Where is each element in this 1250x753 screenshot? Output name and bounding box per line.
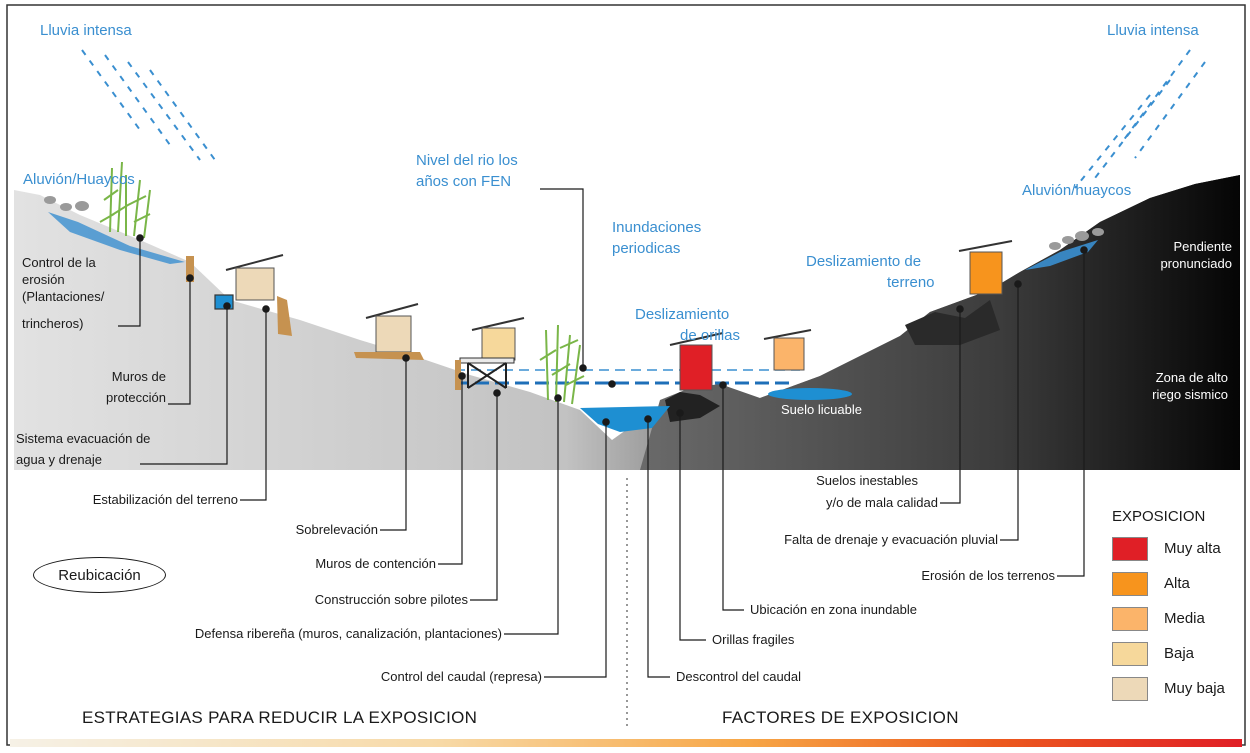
alluvion-right-label: Aluvión/huaycos [1022, 182, 1132, 199]
vegetation-left [99, 161, 151, 239]
legend-label: Alta [1164, 575, 1190, 592]
alluvion-left-label: Aluvión/Huaycos [23, 171, 135, 188]
bank-slide-label-line1: Deslizamiento [635, 306, 730, 323]
elevation-label: Sobrelevación [295, 522, 378, 537]
vegetation-river [539, 324, 585, 405]
exposure-gradient-bar [10, 739, 1242, 747]
aluvion-left-patch [48, 212, 185, 264]
seismic-label-line2: riego sismico [1152, 387, 1228, 402]
protection-wall [186, 256, 194, 282]
erosion-control-line2: erosión [22, 272, 65, 287]
legend-swatch [1112, 677, 1148, 701]
boulders-right [1049, 228, 1104, 250]
river-level-label-line2: años con FEN [416, 173, 512, 190]
rain-right [1074, 49, 1206, 189]
leader-dots [136, 234, 1088, 426]
erosion-control-line1: Control de la [22, 255, 96, 270]
legend-swatch [1112, 572, 1148, 596]
legend-label: Muy baja [1164, 680, 1225, 697]
steep-slope-label-line2: pronunciado [1160, 256, 1232, 271]
drainage-line1: Sistema evacuación de [16, 431, 151, 446]
rock-outcrop [905, 300, 1000, 345]
fragile-banks-label: Orillas fragiles [712, 632, 795, 647]
rain-left-label: Lluvia intensa [40, 22, 132, 39]
stilts-label: Construcción sobre pilotes [314, 592, 468, 607]
legend-label: Muy alta [1164, 540, 1221, 557]
legend-label: Media [1164, 610, 1205, 627]
river-level-label-line1: Nivel del rio los [416, 152, 518, 169]
drainage-line2: agua y drenaje [16, 452, 103, 467]
house-5 [763, 329, 812, 371]
floods-label-line1: Inundaciones [612, 219, 702, 236]
house-4-red [669, 332, 724, 391]
flow-control-label: Control del caudal (represa) [380, 669, 542, 684]
landslide-label-line2: terreno [887, 274, 935, 291]
liquefiable-lens [768, 388, 852, 400]
uncontrolled-flow-label: Descontrol del caudal [676, 669, 802, 684]
legend-swatch [1112, 642, 1148, 666]
house-6 [958, 240, 1013, 295]
rain-right-label: Lluvia intensa [1107, 22, 1199, 39]
retaining-wall-left [277, 296, 292, 336]
erosion-control-line4: trincheros) [22, 316, 84, 331]
protection-walls-line2: protección [106, 390, 166, 405]
legend-swatch [1112, 537, 1148, 561]
flood-zone-label: Ubicación en zona inundable [750, 602, 917, 617]
steep-slope-label-line1: Pendiente [1173, 239, 1232, 254]
floods-label-line2: periodicas [612, 240, 681, 257]
house-1 [225, 254, 284, 301]
legend-swatch [1112, 607, 1148, 631]
seismic-label-line1: Zona de alto [1155, 370, 1228, 385]
leader-lines [118, 188, 1085, 678]
factors-heading: FACTORES DE EXPOSICION [722, 708, 959, 727]
strategies-heading: ESTRATEGIAS PARA REDUCIR LA EXPOSICION [82, 708, 478, 727]
aluvion-right-patch [1025, 240, 1098, 270]
house-3-stilts [455, 317, 525, 390]
protection-walls-line1: Muros de [111, 369, 166, 384]
rain-left [81, 49, 216, 161]
unstable-soils-line1: Suelos inestables [816, 473, 918, 488]
river-defense-label: Defensa ribereña (muros, canalización, p… [194, 626, 502, 641]
erosion-label: Erosión de los terrenos [921, 568, 1055, 583]
legend-title: EXPOSICION [1112, 508, 1206, 525]
bank-slide-label-line2: de orillas [680, 327, 741, 344]
no-drainage-label: Falta de drenaje y evacuación pluvial [784, 532, 998, 547]
legend-label: Baja [1164, 645, 1195, 662]
unstable-soils-line2: y/o de mala calidad [825, 495, 938, 510]
retaining-walls-label: Muros de contención [315, 556, 436, 571]
house-2 [354, 303, 424, 360]
stabilization-label: Estabilización del terreno [92, 492, 238, 507]
liquefaction-label: Suelo licuable [781, 402, 862, 417]
landslide-label-line1: Deslizamiento de [806, 253, 922, 270]
relocation-label: Reubicación [33, 557, 166, 593]
erosion-control-line3: (Plantaciones/ [22, 289, 105, 304]
boulders-left [44, 196, 89, 211]
